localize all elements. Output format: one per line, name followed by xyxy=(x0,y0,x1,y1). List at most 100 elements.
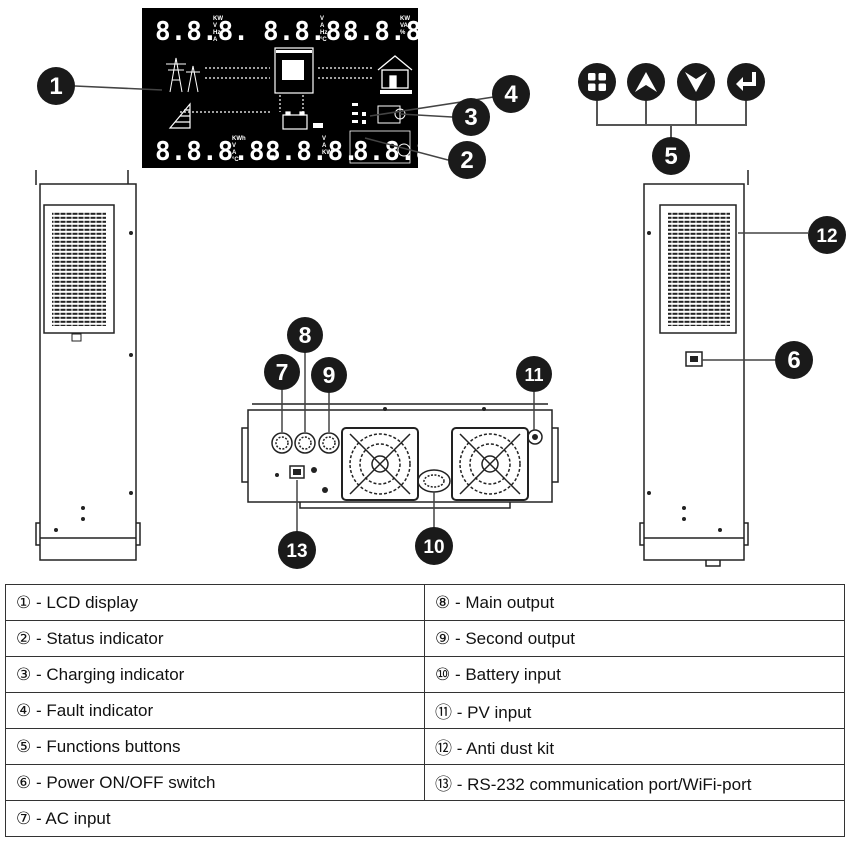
callout-12: 12 xyxy=(808,216,846,254)
enter-arrow-icon xyxy=(741,72,756,86)
power-flow-arrows xyxy=(180,67,372,113)
legend-cell: ③ - Charging indicator xyxy=(5,656,425,693)
lcd-unit: V xyxy=(320,16,324,22)
lcd-unit: Hz xyxy=(320,30,327,36)
lcd-unit: °C xyxy=(320,37,327,43)
grid-menu-icon xyxy=(588,73,596,81)
legend-cell: ⑪ - PV input xyxy=(424,692,845,729)
legend-row: ① - LCD display ⑧ - Main output xyxy=(5,584,845,621)
lcd-readout-bottom-left: 8.8.8.8. xyxy=(155,137,280,167)
callout-7: 7 xyxy=(264,354,300,390)
callout-number: 3 xyxy=(464,104,477,131)
component-legend-table: ① - LCD display ⑧ - Main output ② - Stat… xyxy=(5,584,845,837)
legend-cell: ⑧ - Main output xyxy=(424,584,845,621)
lcd-units-bottom-mid: V A KW xyxy=(322,136,332,156)
main-output-terminal[interactable] xyxy=(294,432,316,454)
buttons-bracket xyxy=(596,101,747,138)
callout-number: 4 xyxy=(504,81,518,108)
callout-1: 1 xyxy=(37,67,75,105)
lcd-unit: V xyxy=(322,136,326,142)
callout-number: 13 xyxy=(286,541,307,562)
callout-number: 9 xyxy=(323,362,336,388)
status-indicator-frame xyxy=(349,130,411,164)
inverter-icon xyxy=(274,47,314,94)
legend-cell: ⑥ - Power ON/OFF switch xyxy=(5,764,425,801)
down-button[interactable] xyxy=(677,63,715,101)
chevron-down-icon xyxy=(685,72,707,92)
lcd-unit: KW xyxy=(213,16,223,22)
lcd-units-bottom-left: KWh V A °C xyxy=(232,136,246,163)
callout-8: 8 xyxy=(287,317,323,353)
lcd-units-top-mid: V A Hz °C xyxy=(320,16,327,43)
lcd-units-top-right: KW VA % xyxy=(400,16,410,36)
lcd-unit: % xyxy=(400,30,406,36)
enter-button[interactable] xyxy=(727,63,765,101)
legend-row: ⑦ - AC input xyxy=(5,800,845,837)
lcd-unit: Hz xyxy=(213,30,220,36)
lcd-readout-top-mid: 8.8.8. xyxy=(263,17,357,47)
legend-cell: ⑨ - Second output xyxy=(424,620,845,657)
callout-2: 2 xyxy=(448,141,486,179)
legend-cell: ⑩ - Battery input xyxy=(424,656,845,693)
left-side-view xyxy=(35,170,141,561)
callout-number: 12 xyxy=(816,226,837,247)
legend-cell: ① - LCD display xyxy=(5,584,425,621)
legend-row: ② - Status indicator ⑨ - Second output xyxy=(5,620,845,657)
rs232-wifi-port[interactable] xyxy=(289,465,305,479)
callout-number: 6 xyxy=(787,347,800,374)
lcd-readout-top-left: 8.8.8. xyxy=(155,17,249,47)
power-switch[interactable] xyxy=(685,351,703,367)
lcd-units-top-left: KW V Hz A xyxy=(213,16,223,43)
callout-number: 11 xyxy=(524,365,543,385)
leader-lines xyxy=(74,85,808,532)
cooling-fan-right xyxy=(451,427,529,501)
lcd-readout-bottom-right: 8.8.8. xyxy=(353,137,447,167)
battery-icon xyxy=(282,111,323,130)
lcd-readout-bottom-mid: 8.8.8. xyxy=(265,137,359,167)
callout-11: 11 xyxy=(516,356,552,392)
grid-pylon-icon xyxy=(166,57,200,93)
callout-number: 10 xyxy=(423,537,444,558)
callout-number: 2 xyxy=(460,147,473,174)
function-buttons xyxy=(578,63,765,138)
lcd-unit: A xyxy=(320,23,325,29)
callout-number: 7 xyxy=(276,359,289,385)
lcd-unit: KW xyxy=(322,150,332,156)
legend-row: ③ - Charging indicator ⑩ - Battery input xyxy=(5,656,845,693)
legend-cell: ⑬ - RS-232 communication port/WiFi-port xyxy=(424,764,845,801)
lcd-unit: A xyxy=(322,143,327,149)
second-output-terminal[interactable] xyxy=(318,432,340,454)
callout-10: 10 xyxy=(415,527,453,565)
callout-5: 5 xyxy=(652,137,690,175)
bottom-view xyxy=(241,403,559,509)
inverter-diagram: 8.8.8. KW V Hz A 8.8.8. V A Hz °C 8.8.8.… xyxy=(35,8,846,569)
lcd-unit: A xyxy=(232,150,237,156)
up-button[interactable] xyxy=(627,63,665,101)
legend-cell: ⑫ - Anti dust kit xyxy=(424,728,845,765)
power-switch-icon xyxy=(690,356,698,362)
callout-6: 6 xyxy=(775,341,813,379)
legend-cell: ⑤ - Functions buttons xyxy=(5,728,425,765)
chevron-up-icon xyxy=(635,72,657,92)
callout-13: 13 xyxy=(278,531,316,569)
vent-grille xyxy=(52,212,106,326)
pv-input-terminal[interactable] xyxy=(527,429,543,445)
lcd-unit: VA xyxy=(400,23,409,29)
callout-3: 3 xyxy=(452,98,490,136)
legend-row: ④ - Fault indicator ⑪ - PV input xyxy=(5,692,845,729)
lcd-unit: KWh xyxy=(232,136,246,142)
legend-cell: ⑦ - AC input xyxy=(5,800,845,837)
pv-panel-icon xyxy=(168,102,191,129)
right-side-view xyxy=(639,170,749,567)
ac-input-terminal[interactable] xyxy=(271,432,293,454)
legend-cell: ④ - Fault indicator xyxy=(5,692,425,729)
lcd-readout-top-right: 8.8.8. xyxy=(343,17,437,47)
anti-dust-kit-grille xyxy=(668,212,730,326)
callout-9: 9 xyxy=(311,357,347,393)
callout-4: 4 xyxy=(492,75,530,113)
setup-button[interactable] xyxy=(578,63,616,101)
callout-number: 8 xyxy=(299,322,312,348)
legend-cell: ② - Status indicator xyxy=(5,620,425,657)
legend-row: ⑤ - Functions buttons ⑫ - Anti dust kit xyxy=(5,728,845,765)
lcd-unit: V xyxy=(213,23,217,29)
